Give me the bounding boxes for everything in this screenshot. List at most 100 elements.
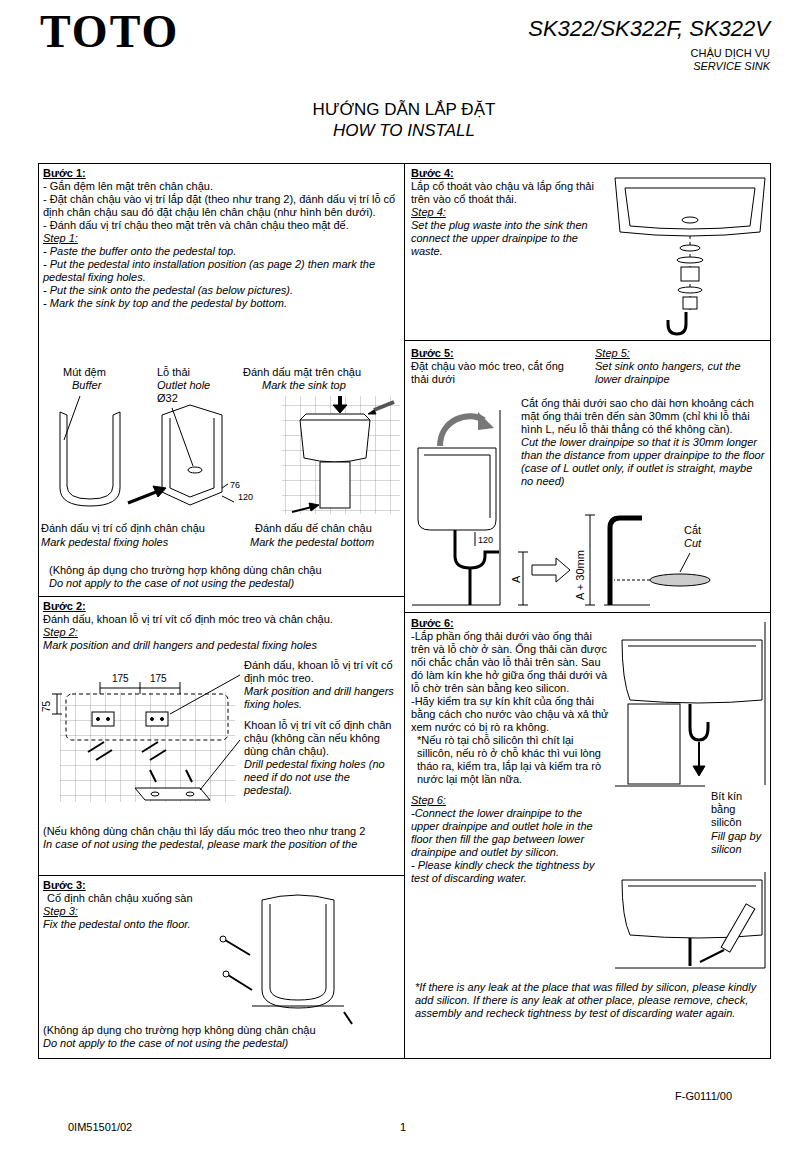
hang-and-cut-figure xyxy=(424,455,490,518)
instruction-text: Drill pedestal fixing holes (no need if … xyxy=(244,758,399,797)
instruction-text: Do not apply to the case of not using th… xyxy=(49,577,399,590)
plug-waste-figure xyxy=(681,267,699,281)
step-heading: Step 4: xyxy=(411,206,606,219)
step-heading: Bước 1: xyxy=(43,167,401,180)
instruction-text: Do not apply to the case of not using th… xyxy=(43,1037,401,1050)
pedestal-fixing-figure xyxy=(225,940,252,990)
instruction-text: *If there is any leak at the place that … xyxy=(415,981,767,1020)
hang-and-cut-figure xyxy=(500,410,501,605)
step-heading: Bước 6: xyxy=(411,617,611,630)
sink-on-wall-figure xyxy=(320,462,350,508)
callout-label: Mark pedestal fixing holes xyxy=(41,536,168,549)
hang-and-cut-figure xyxy=(455,530,499,568)
dimension-label: 175 xyxy=(112,673,129,685)
connect-seal-figure xyxy=(698,742,700,768)
connect-seal-figure xyxy=(628,886,756,887)
wall-marking-figure xyxy=(146,712,168,726)
dimension-label: 76 xyxy=(230,480,240,491)
instruction-text: Khoan lỗ vị trí vít cố định chân chậu (k… xyxy=(244,719,399,758)
plug-waste-figure xyxy=(615,178,765,236)
pedestal-figure xyxy=(153,486,166,497)
connect-seal-figure xyxy=(689,938,692,966)
instruction-text: - Đánh dấu vị trí chậu theo mặt trên và … xyxy=(43,219,401,232)
wall-marking-figure xyxy=(161,718,164,721)
step-heading: Step 1: xyxy=(43,232,401,245)
sink-on-wall-figure xyxy=(282,396,400,514)
instruction-text: - Mark the sink by top and the pedestal … xyxy=(43,297,401,310)
sink-on-wall-figure xyxy=(300,420,370,462)
pedestal-fixing-figure xyxy=(252,1006,344,1007)
wall-marking-figure xyxy=(107,718,110,721)
hang-and-cut-figure xyxy=(440,416,484,446)
hang-and-cut-figure xyxy=(614,580,650,581)
instruction-text: Mark position and drill hangers and pede… xyxy=(43,639,401,652)
hang-and-cut-figure xyxy=(610,518,642,605)
instruction-text: -Connect the lower drainpipe to the uppe… xyxy=(411,807,611,859)
sink-on-wall-figure xyxy=(368,410,376,414)
instruction-text: In case of not using the pedestal, pleas… xyxy=(43,838,401,851)
connect-seal-figure xyxy=(690,704,708,740)
instruction-text: (Không áp dụng cho trường hợp không dùng… xyxy=(49,564,399,577)
plug-waste-figure xyxy=(668,312,686,334)
hang-and-cut-figure xyxy=(475,532,476,546)
plug-waste-figure xyxy=(677,257,703,263)
instruction-text: - Đặt chân chậu vào vị trí lắp đặt (theo… xyxy=(43,193,401,219)
sink-on-wall-figure xyxy=(300,414,370,420)
sink-on-wall-figure xyxy=(292,507,312,512)
instruction-text: Lắp cổ thoát vào chậu và lắp ống thải tr… xyxy=(411,180,606,206)
step-heading: Bước 2: xyxy=(43,600,401,613)
wall-marking-figure xyxy=(200,740,240,790)
instruction-text: Cố định chân chậu xuống sàn xyxy=(47,892,397,905)
connect-seal-figure xyxy=(628,704,680,784)
sink-on-wall-figure xyxy=(282,396,400,514)
instruction-text: Set the plug waste into the sink then co… xyxy=(411,219,606,258)
dimension-label: 120 xyxy=(478,535,493,546)
page-number: 1 xyxy=(400,1121,406,1134)
step-box: Bước 3:Cố định chân chậu xuống sànStep 3… xyxy=(38,875,405,1059)
sink-on-wall-figure xyxy=(309,503,319,511)
pedestal-figure xyxy=(128,405,234,505)
instruction-text: Đánh dấu, khoan lỗ vị trí vít cố định mó… xyxy=(43,613,401,626)
part-label: Mút đệm xyxy=(63,366,106,379)
step-heading: Step 6: xyxy=(411,794,611,807)
pedestal-figure xyxy=(188,467,202,473)
wall-marking-figure xyxy=(135,788,210,800)
connect-seal-figure xyxy=(693,766,705,776)
dimension-label: 75 xyxy=(41,701,53,712)
callout-label: Bít kín bằng silicôn xyxy=(711,790,766,829)
step-box: Bước 4:Lắp cổ thoát vào chậu và lắp ống … xyxy=(404,163,771,341)
instruction-text: Cắt ống thải dưới sao cho dài hơn khoảng… xyxy=(521,397,766,436)
plug-waste-figure xyxy=(615,178,765,334)
connect-seal-figure xyxy=(615,622,765,968)
hang-and-cut-figure xyxy=(532,558,570,582)
wall-marking-figure xyxy=(150,770,192,782)
step-heading: Step 5: xyxy=(595,347,765,360)
step-box: Bước 2:Đánh dấu, khoan lỗ vị trí vít cố … xyxy=(38,596,405,876)
hang-and-cut-figure xyxy=(650,574,710,586)
pedestal-figure xyxy=(128,492,156,503)
part-label: Buffer xyxy=(72,379,101,392)
wall-marking-figure xyxy=(52,694,62,714)
pedestal-fixing-figure xyxy=(223,971,229,977)
callout-label: Mark the pedestal bottom xyxy=(250,536,374,549)
sink-on-wall-figure xyxy=(333,405,347,413)
instruction-text: (Không áp dụng cho trường hợp không dùng… xyxy=(43,1024,401,1037)
instruction-text: - Gắn đệm lên mặt trên chân chậu. xyxy=(43,180,401,193)
hang-and-cut-figure xyxy=(469,568,472,605)
plug-waste-figure xyxy=(683,297,697,309)
wall-marking-figure xyxy=(97,718,100,721)
wall-marking-figure xyxy=(151,792,159,796)
callout-label: Mark the sink top xyxy=(262,379,346,392)
instruction-text: Mark position and drill hangers fixing h… xyxy=(244,685,399,711)
connect-seal-figure xyxy=(615,968,765,969)
dimension-label: A + 30mm xyxy=(574,550,587,600)
pedestal-figure xyxy=(162,405,222,497)
connect-seal-figure xyxy=(700,950,724,962)
buffer-figure xyxy=(60,412,120,415)
instruction-text: Đánh dấu, khoan lỗ vị trí vít cố định mó… xyxy=(244,659,399,685)
connect-seal-figure xyxy=(615,786,705,787)
pedestal-figure xyxy=(172,408,193,466)
wall-marking-figure xyxy=(52,675,240,802)
part-label: Outlet hole xyxy=(157,379,210,392)
buffer-figure xyxy=(67,415,113,499)
